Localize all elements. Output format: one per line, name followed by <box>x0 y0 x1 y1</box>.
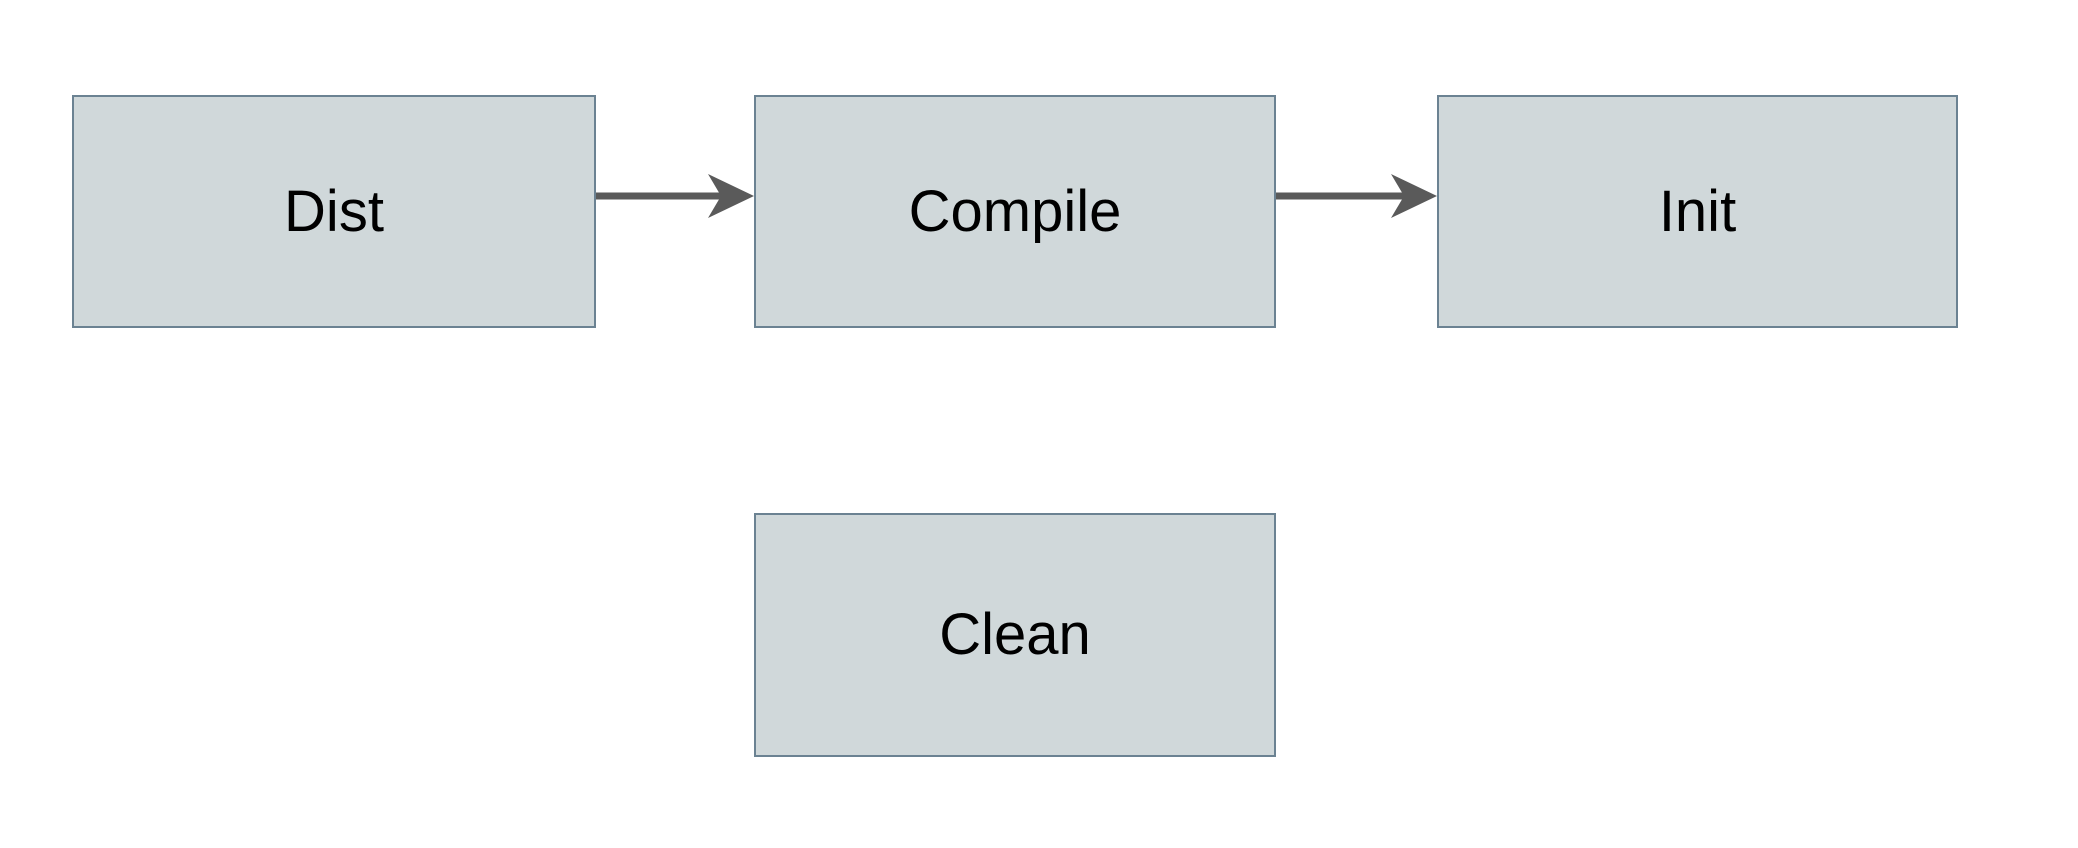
node-compile-label: Compile <box>908 178 1122 244</box>
node-compile[interactable]: Compile <box>754 95 1276 328</box>
node-dist[interactable]: Dist <box>72 95 596 328</box>
edge-dist-to-compile[interactable] <box>596 170 754 222</box>
node-dist-label: Dist <box>284 178 384 244</box>
arrow-icon <box>596 174 754 218</box>
arrow-icon <box>1276 174 1437 218</box>
node-clean[interactable]: Clean <box>754 513 1276 757</box>
node-clean-label: Clean <box>939 602 1091 667</box>
node-init-label: Init <box>1658 178 1737 244</box>
edge-compile-to-init[interactable] <box>1276 170 1437 222</box>
node-init[interactable]: Init <box>1437 95 1958 328</box>
